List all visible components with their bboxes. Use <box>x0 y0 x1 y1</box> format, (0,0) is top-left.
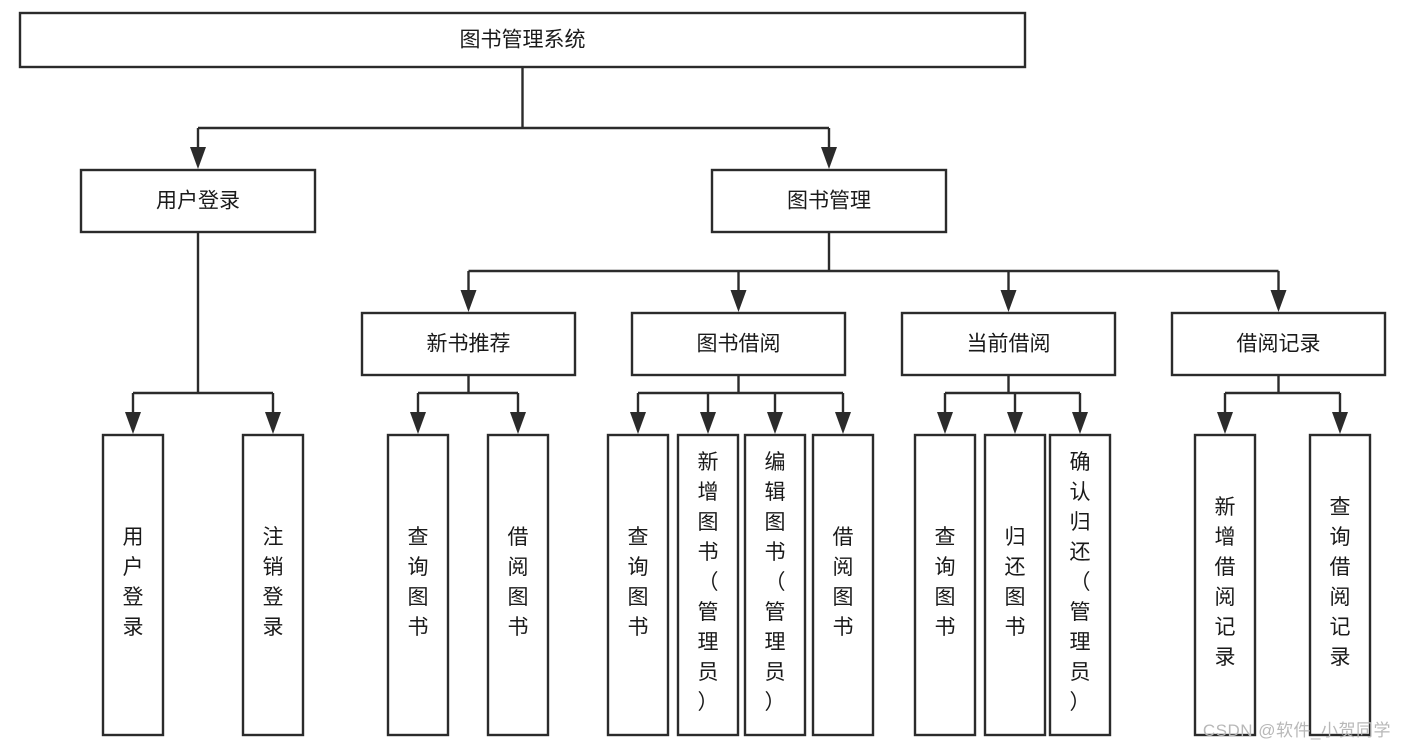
node-leaf_6[interactable]: 新增图书（管理员） <box>676 433 740 737</box>
node-layer: 图书管理系统用户登录图书管理新书推荐图书借阅当前借阅借阅记录用户登录注销登录查询… <box>18 11 1387 737</box>
node-label: 借阅图书 <box>833 526 854 639</box>
node-label: 用户登录 <box>156 190 240 213</box>
node-leaf_4[interactable]: 借阅图书 <box>486 433 550 737</box>
node-l3_2[interactable]: 图书借阅 <box>630 311 847 377</box>
connector-group-l2_2 <box>460 232 1287 312</box>
connector-group-l3_3 <box>937 375 1088 434</box>
node-leaf_13[interactable]: 查询借阅记录 <box>1308 433 1372 737</box>
node-label: 新增借阅记录 <box>1215 496 1236 669</box>
node-label: 查询借阅记录 <box>1330 496 1351 669</box>
node-leaf_2[interactable]: 注销登录 <box>241 433 305 737</box>
node-leaf_1[interactable]: 用户登录 <box>101 433 165 737</box>
node-leaf_11[interactable]: 确认归还（管理员） <box>1048 433 1112 737</box>
node-label: 借阅图书 <box>508 526 529 639</box>
node-label: 新增图书（管理员） <box>698 451 719 714</box>
node-l2_1[interactable]: 用户登录 <box>79 168 317 234</box>
node-leaf_3[interactable]: 查询图书 <box>386 433 450 737</box>
node-leaf_10[interactable]: 归还图书 <box>983 433 1047 737</box>
connector-group-l3_2 <box>630 375 851 434</box>
node-label: 当前借阅 <box>967 333 1051 356</box>
node-label: 确认归还（管理员） <box>1070 451 1091 714</box>
node-leaf_9[interactable]: 查询图书 <box>913 433 977 737</box>
node-label: 查询图书 <box>408 526 429 639</box>
connector-group-l3_1 <box>410 375 526 434</box>
node-leaf_8[interactable]: 借阅图书 <box>811 433 875 737</box>
node-label: 图书管理系统 <box>460 29 586 52</box>
connector-group-l3_4 <box>1217 375 1348 434</box>
node-label: 图书借阅 <box>697 333 781 356</box>
node-label: 新书推荐 <box>427 333 511 356</box>
connector-group-l2_1 <box>125 232 281 434</box>
connector-layer <box>125 67 1348 434</box>
node-leaf_7[interactable]: 编辑图书（管理员） <box>743 433 807 737</box>
node-leaf_5[interactable]: 查询图书 <box>606 433 670 737</box>
node-label: 查询图书 <box>628 526 649 639</box>
node-label: 查询图书 <box>935 526 956 639</box>
node-root[interactable]: 图书管理系统 <box>18 11 1027 69</box>
node-l3_3[interactable]: 当前借阅 <box>900 311 1117 377</box>
node-label: 图书管理 <box>787 190 871 213</box>
node-label: 用户登录 <box>123 526 144 639</box>
node-l2_2[interactable]: 图书管理 <box>710 168 948 234</box>
connector-group-root <box>190 67 837 169</box>
node-label: 注销登录 <box>263 526 284 639</box>
node-leaf_12[interactable]: 新增借阅记录 <box>1193 433 1257 737</box>
node-l3_4[interactable]: 借阅记录 <box>1170 311 1387 377</box>
node-l3_1[interactable]: 新书推荐 <box>360 311 577 377</box>
node-label: 编辑图书（管理员） <box>765 451 786 714</box>
node-label: 借阅记录 <box>1237 333 1321 356</box>
node-label: 归还图书 <box>1005 526 1026 639</box>
